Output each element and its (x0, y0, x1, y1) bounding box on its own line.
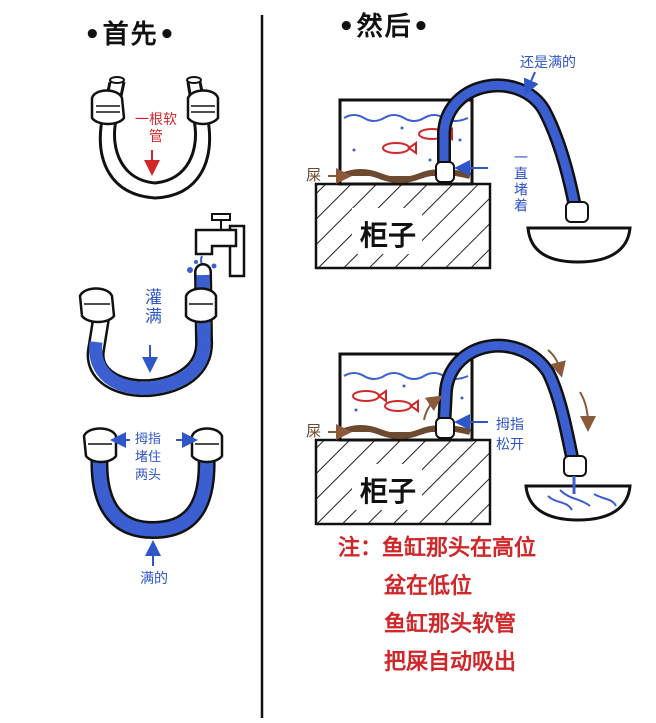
fish-2a (352, 389, 387, 403)
cabinet-label-1: 柜子 (360, 219, 417, 252)
cabinet-label-2: 柜子 (360, 475, 417, 508)
blocked-label: 一直堵着 (512, 150, 528, 214)
hand-basin-2 (563, 455, 587, 477)
flow-arrow-c (423, 395, 443, 421)
siphon-hose-2 (437, 338, 581, 473)
siphon-hose-1 (437, 78, 583, 219)
hose-label: 一根软管 (135, 112, 177, 145)
header-then: •然后• (338, 12, 432, 42)
empty-hose (98, 76, 212, 200)
hand-basin-1 (565, 201, 589, 223)
hand-left-3 (82, 427, 118, 464)
hand-tank-1 (435, 161, 455, 183)
still-full-label: 还是满的 (520, 55, 576, 71)
full-hose (90, 439, 216, 540)
hand-left-2 (78, 287, 116, 324)
flow-arrow-a (547, 349, 566, 378)
hand-tank-2 (435, 417, 455, 439)
note-line-1: 注：鱼缸那头在高位 (338, 536, 537, 561)
full-label: 满的 (140, 571, 168, 587)
thumbs-label-3: 两头 (135, 468, 162, 483)
faucet (194, 213, 246, 278)
hand-right-2 (184, 287, 218, 324)
basin-2 (524, 476, 632, 522)
fill-label: 灌满 (141, 288, 161, 326)
flow-arrow-b (579, 391, 596, 432)
hand-right-1 (186, 89, 220, 126)
thumbs-label-2: 堵住 (135, 450, 162, 465)
poop-label-1: 屎 (306, 166, 322, 184)
cabinet-2 (314, 438, 492, 526)
note-line-2: 盆在低位 (384, 574, 473, 599)
basin-1 (526, 226, 632, 264)
thumb-release-label-1: 拇指 (496, 417, 524, 433)
thumb-release-label-2: 松开 (496, 437, 524, 453)
filling-hose (86, 263, 214, 398)
still-full-arrow (523, 71, 539, 96)
note-line-3: 鱼缸那头软管 (384, 612, 517, 637)
hand-left-1 (90, 89, 126, 126)
poop-label-2: 屎 (306, 422, 322, 440)
fish-2b (384, 399, 419, 413)
fish-1b (382, 141, 417, 155)
hand-right-3 (190, 427, 224, 464)
header-first: •首先• (84, 20, 178, 50)
note-line-4: 把屎自动吸出 (384, 650, 517, 675)
thumbs-label-1: 拇指 (135, 432, 162, 447)
